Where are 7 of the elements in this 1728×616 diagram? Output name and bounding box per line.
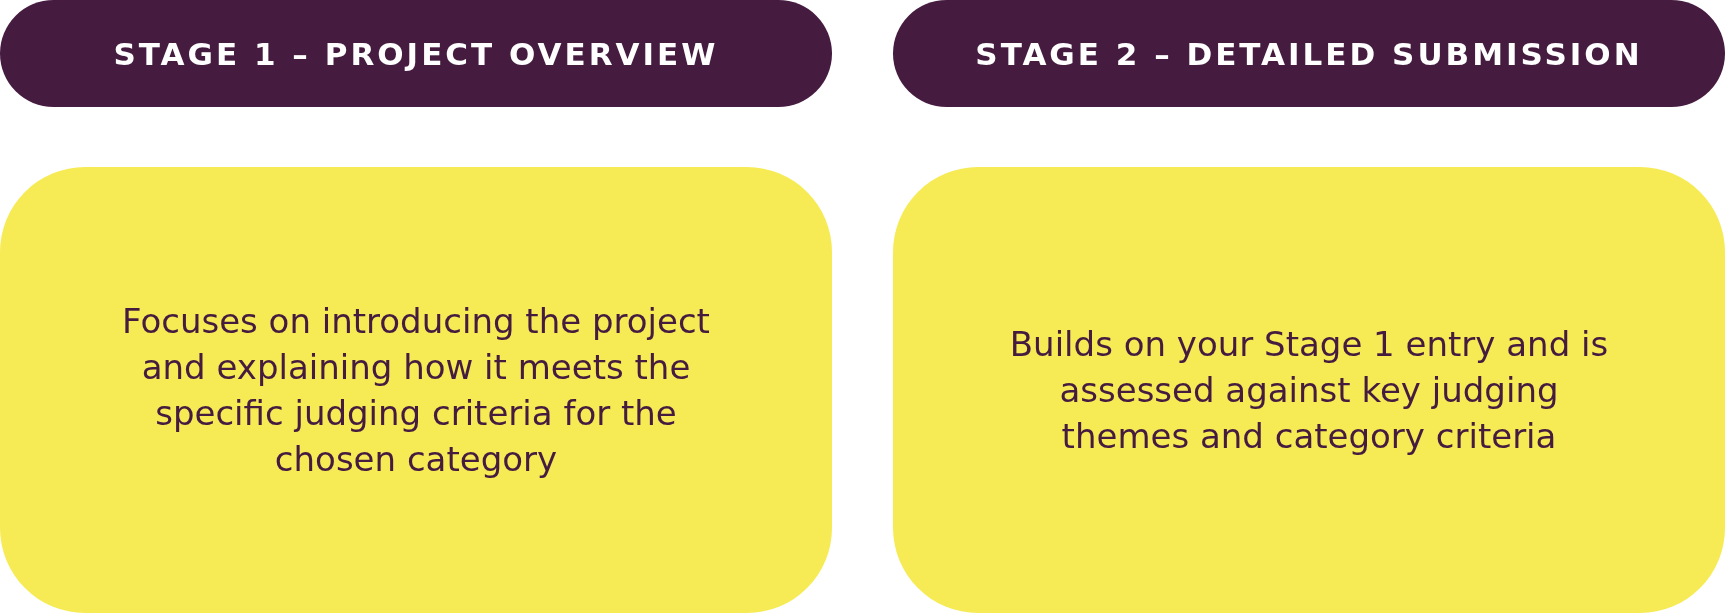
stage-header — [0, 0, 832, 107]
description-text: Focuses on introducing the project and explaining how it meets the specific judging criteria for the chosen category — [121, 300, 711, 481]
header-text: STAGE 2 – DETAILED SUBMISSION — [975, 35, 1643, 72]
description-card — [0, 167, 832, 613]
description-card — [893, 167, 1725, 613]
header-text: STAGE 1 – PROJECT OVERVIEW — [113, 35, 719, 72]
description-text: Builds on your Stage 1 entry and is assessed against key judging themes and category criteria — [1008, 323, 1610, 458]
